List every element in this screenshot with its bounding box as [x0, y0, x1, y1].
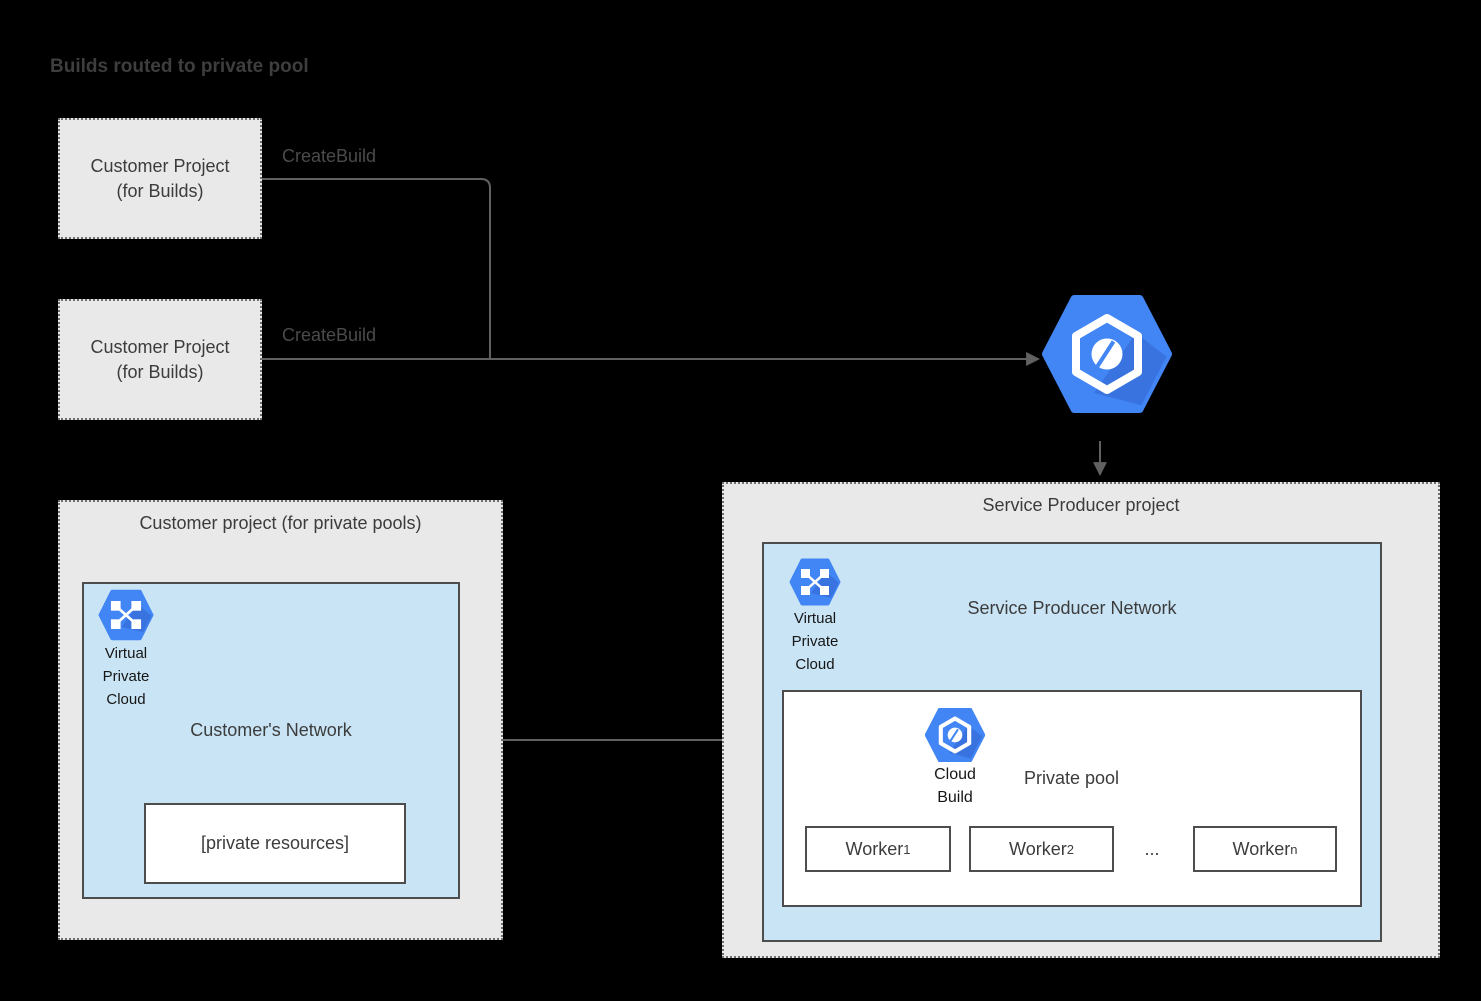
createbuild-arrow-label-1: CreateBuild — [282, 146, 377, 166]
virtual-private-cloud-icon — [789, 558, 841, 606]
vpc-caption-line: Virtual — [793, 610, 837, 627]
service-producer-project-title: Service Producer project — [982, 495, 1180, 515]
worker-subscript: n — [1290, 841, 1298, 857]
vpc-group: Virtual Private Cloud — [86, 589, 166, 710]
vpc-caption-line: Virtual — [104, 645, 148, 662]
customer-build-project-label-line2: (for Builds) — [116, 361, 204, 382]
virtual-private-cloud-icon — [98, 589, 154, 641]
private-pool-title: Private pool — [1024, 768, 1120, 788]
service-producer-network-title: Service Producer Network — [967, 598, 1177, 618]
private-resources-box: [private resources] — [144, 803, 406, 884]
worker-subscript: 2 — [1066, 841, 1074, 857]
private-resources-label: [private resources] — [200, 833, 350, 853]
service-producer-project-box: Service Producer project Virtual Private… — [722, 482, 1440, 958]
customer-pool-project-title: Customer project (for private pools) — [139, 513, 422, 533]
worker-ellipsis: ... — [1144, 838, 1160, 859]
customer-network-box: Virtual Private Cloud Customer's Network… — [82, 582, 460, 899]
cloud-build-caption-line: Build — [937, 789, 973, 806]
cloud-build-icon — [1042, 295, 1172, 413]
customer-build-project-label-line1: Customer Project — [90, 336, 230, 357]
diagram-heading: Builds routed to private pool — [50, 56, 309, 77]
createbuild-arrow-label-2: CreateBuild — [282, 325, 377, 345]
customer-build-project-box-1: Customer Project (for Builds) — [58, 118, 262, 239]
customer-build-project-box-2: Customer Project (for Builds) — [58, 299, 262, 420]
cloud-build-group: Cloud Build — [912, 708, 998, 808]
vpc-caption-line: Private — [102, 668, 150, 685]
cloud-build-caption-line: Cloud — [934, 766, 976, 783]
worker-label: Worker — [1232, 838, 1291, 859]
customer-build-project-label-line1: Customer Project — [90, 155, 230, 176]
customer-build-project-label-line2: (for Builds) — [116, 180, 204, 201]
worker-label: Worker — [845, 838, 904, 859]
customer-network-title: Customer's Network — [190, 720, 352, 740]
service-producer-network-box: Virtual Private Cloud Service Producer N… — [762, 542, 1382, 942]
vpc-caption-line: Cloud — [106, 691, 146, 708]
vpc-group: Virtual Private Cloud — [772, 558, 858, 675]
worker-label: Worker — [1009, 838, 1067, 859]
customer-pool-project-box: Customer project (for private pools) Vir… — [58, 500, 503, 940]
vpc-caption-line: Private — [791, 633, 839, 650]
vpc-caption-line: Cloud — [795, 656, 835, 673]
worker-subscript: 1 — [903, 841, 911, 857]
cloud-build-icon — [925, 708, 985, 762]
